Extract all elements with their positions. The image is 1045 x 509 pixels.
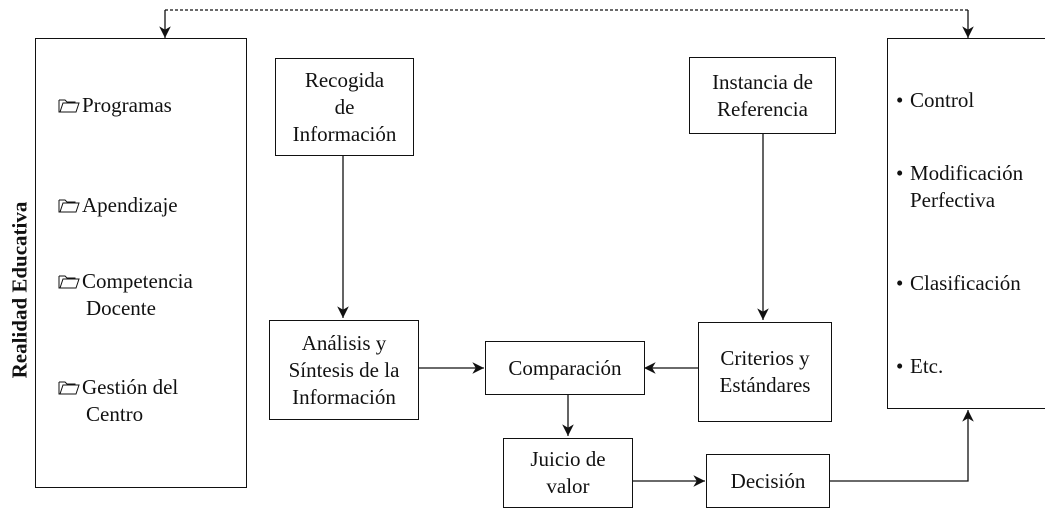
juicio-label-line: Juicio de: [530, 447, 606, 471]
left-item-line: Docente: [58, 295, 193, 322]
right-item-text: Perfectiva: [910, 188, 996, 212]
right-item-line: •Etc.: [896, 353, 943, 380]
left-item: Apendizaje: [58, 192, 178, 219]
box-decision: Decisión: [706, 454, 830, 508]
right-item-line: •Control: [896, 87, 974, 114]
left-item-line: Programas: [58, 92, 172, 119]
folder-icon: [58, 193, 80, 213]
juicio-label: Juicio de valor: [530, 446, 605, 500]
left-item: Programas: [58, 92, 172, 119]
criterios-label-line: Criterios y: [720, 346, 810, 370]
comparacion-label: Comparación: [508, 355, 621, 382]
recogida-label-line: de: [334, 94, 355, 119]
right-item-text: Etc.: [910, 354, 944, 378]
arrow-decision-to-right-box: [830, 410, 974, 482]
juicio-label-line: valor: [546, 474, 590, 498]
analisis-label-line: Información: [292, 384, 396, 409]
left-item-line: Competencia: [58, 268, 193, 295]
comparacion-label-line: Comparación: [508, 355, 622, 380]
instancia-label-line: Instancia de: [712, 69, 813, 94]
left-item-text: Competencia: [82, 269, 193, 293]
left-item-line: Apendizaje: [58, 192, 178, 219]
right-box-decisions: [887, 38, 1045, 409]
folder-icon: [58, 93, 80, 113]
left-box-realidad-educativa: [35, 38, 247, 488]
right-item-line: •Clasificación: [896, 270, 1021, 297]
side-title: Realidad Educativa: [7, 201, 32, 379]
box-comparacion: Comparación: [485, 341, 645, 395]
bullet-icon: •: [896, 271, 904, 295]
right-item-line: Perfectiva: [896, 187, 1023, 214]
right-item: •Etc.: [896, 353, 943, 380]
folder-icon: [58, 269, 80, 289]
bullet-icon: •: [896, 354, 904, 378]
left-item-line: Gestión del: [58, 374, 178, 401]
criterios-label: Criterios y Estándares: [720, 345, 811, 399]
left-item-text: Docente: [86, 296, 156, 320]
analisis-label-line: Síntesis de la: [288, 357, 400, 382]
recogida-label-line: Información: [292, 121, 397, 146]
box-criterios: Criterios y Estándares: [698, 322, 832, 422]
side-title-wrapper: Realidad Educativa: [0, 0, 32, 509]
left-item-text: Gestión del: [82, 375, 179, 399]
left-item-text: Apendizaje: [82, 193, 178, 217]
bullet-icon: •: [896, 88, 904, 112]
right-item: •Control: [896, 87, 974, 114]
right-item: •Clasificación: [896, 270, 1021, 297]
decision-label: Decisión: [731, 468, 806, 495]
recogida-label-line: Recogida: [304, 67, 385, 92]
folder-icon: [58, 375, 80, 395]
analisis-label-line: Análisis y: [301, 330, 387, 355]
left-item-text: Programas: [82, 93, 172, 117]
left-item-text: Centro: [86, 402, 144, 426]
right-item-text: Clasificación: [910, 271, 1021, 295]
criterios-label-line: Estándares: [719, 373, 811, 397]
box-juicio: Juicio de valor: [503, 438, 633, 508]
right-item-line: •Modificación: [896, 160, 1023, 187]
decision-label-line: Decisión: [730, 468, 806, 493]
right-item-text: Control: [910, 88, 975, 112]
bullet-icon: •: [896, 161, 904, 185]
instancia-label-line: Referencia: [717, 96, 808, 121]
left-item-line: Centro: [58, 401, 178, 428]
right-item-text: Modificación: [910, 161, 1024, 185]
